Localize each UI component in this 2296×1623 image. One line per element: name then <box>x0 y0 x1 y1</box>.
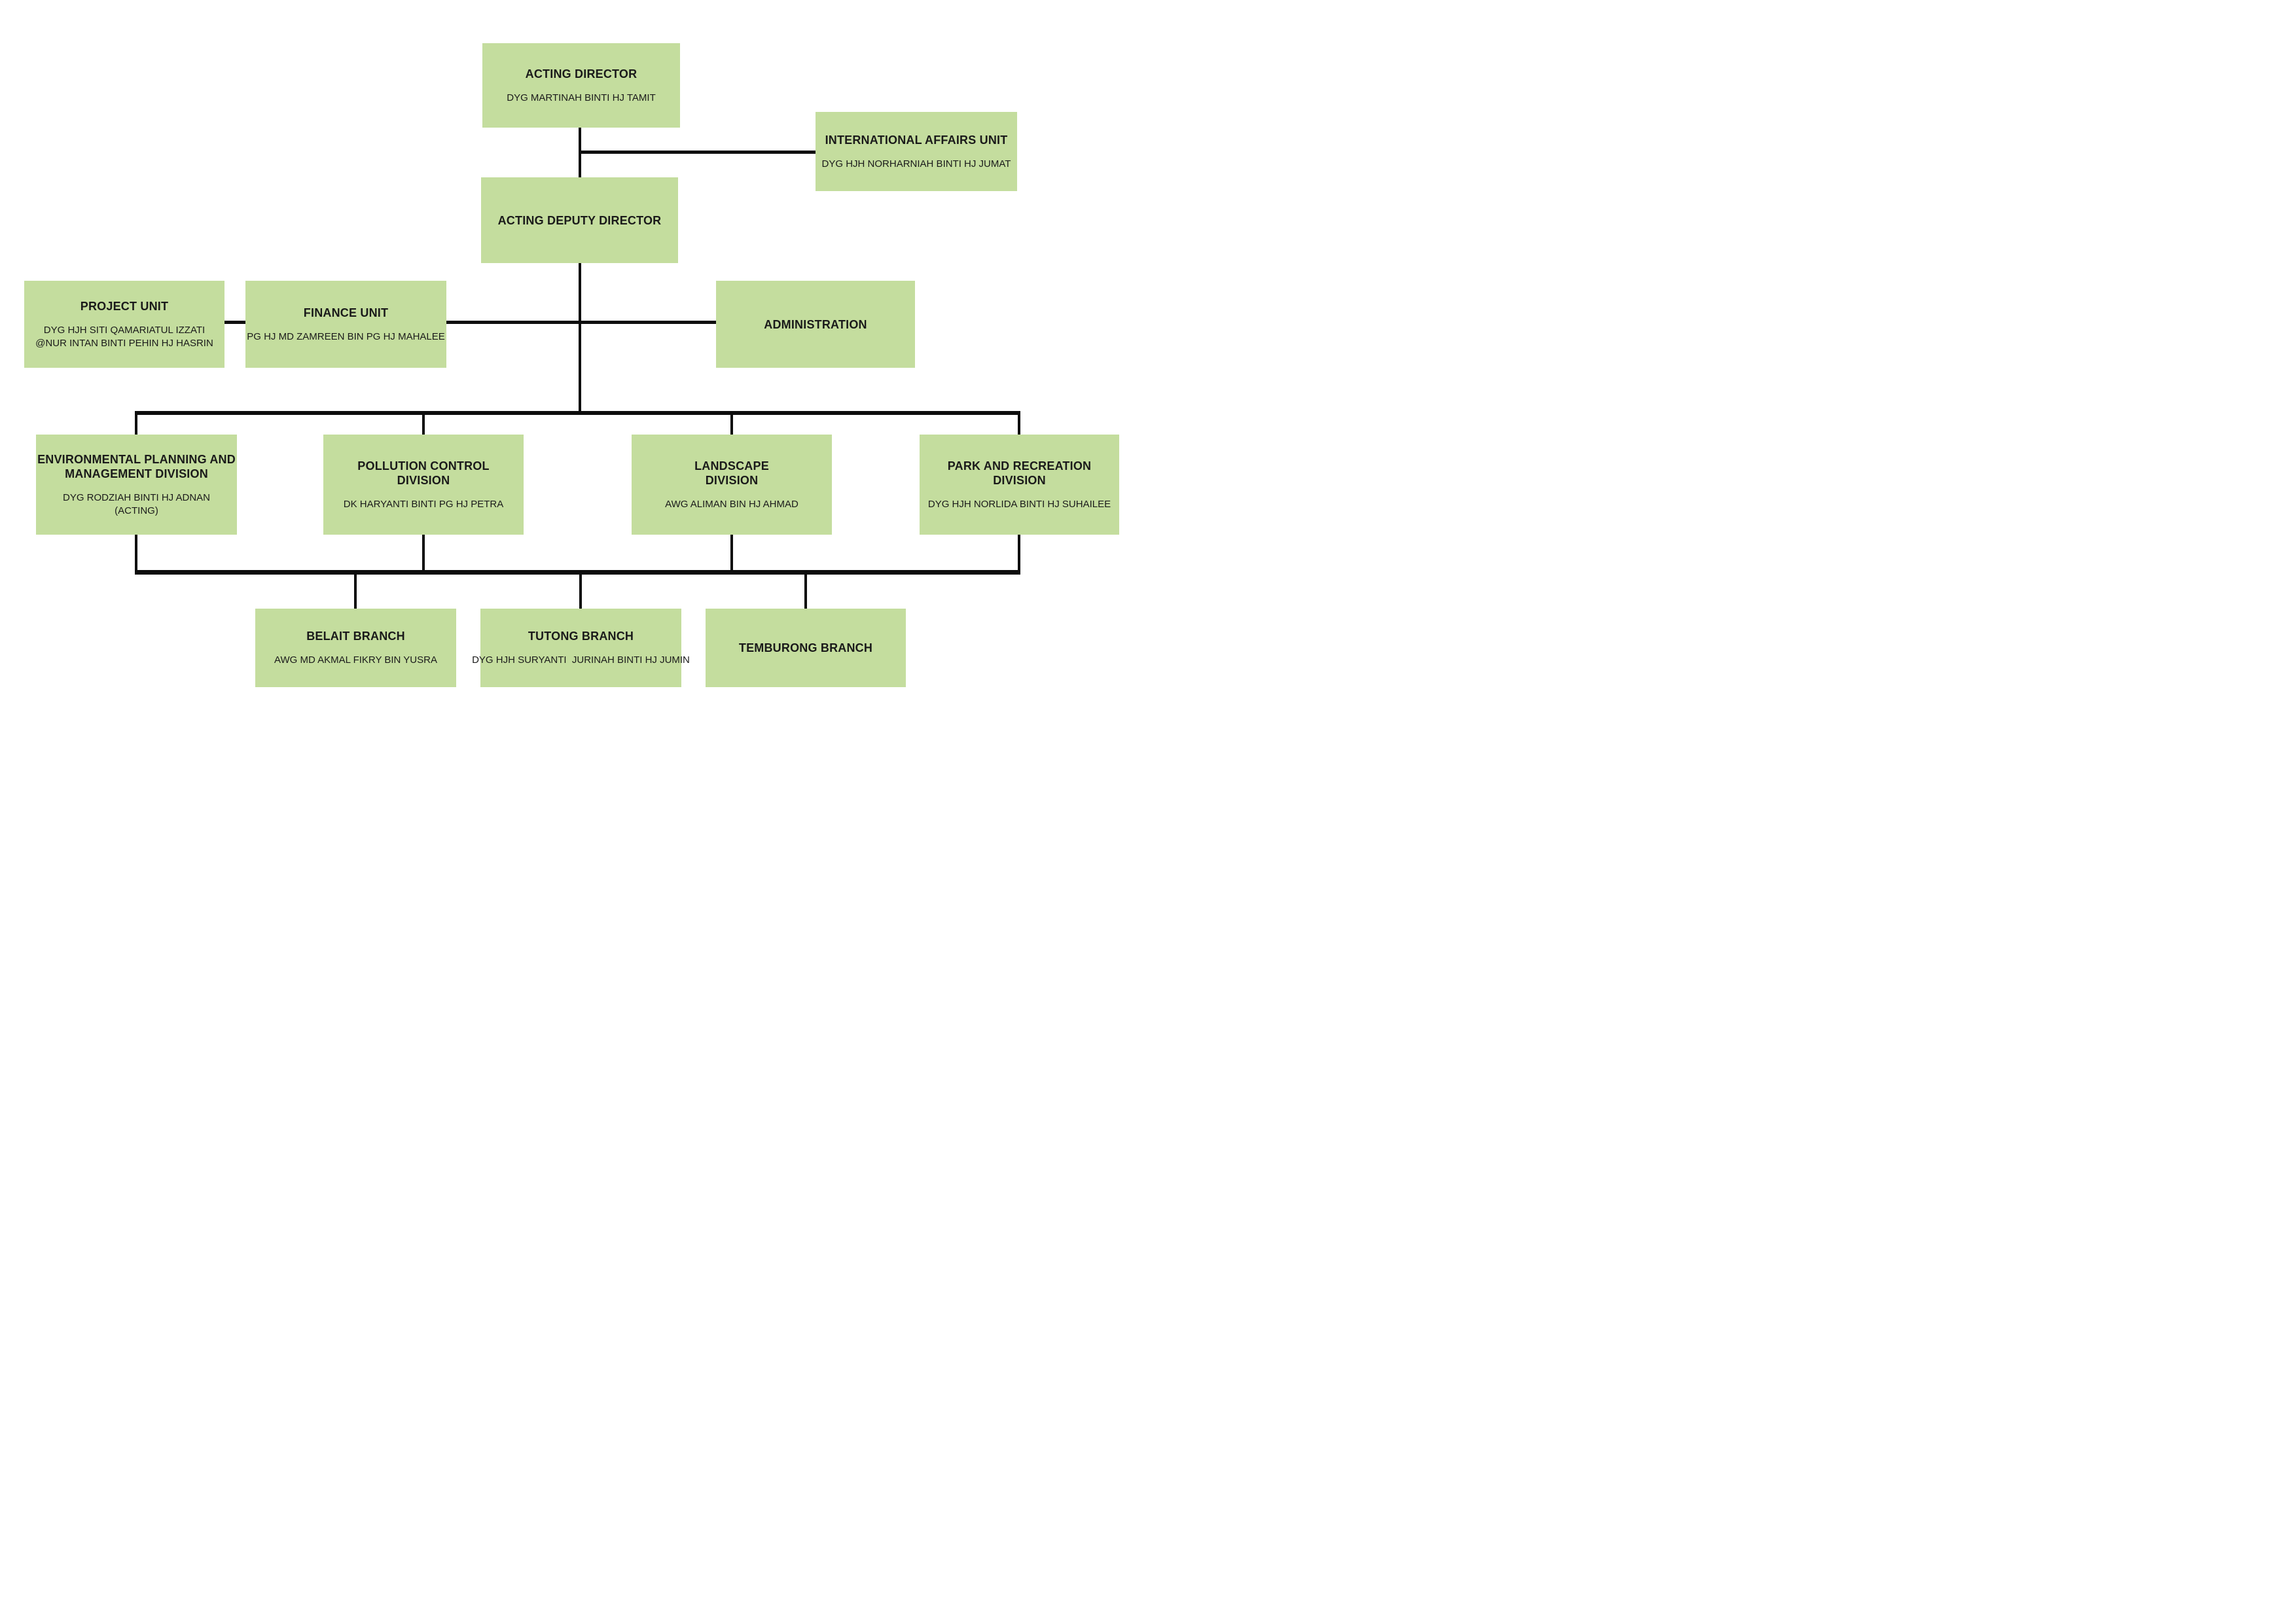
node-title: PROJECT UNIT <box>81 299 168 313</box>
node-person-name: DYG HJH SURYANTI JURINAH BINTI HJ JUMIN <box>472 654 690 667</box>
epmd-bottom-drop-line <box>135 533 137 574</box>
org-chart-canvas: ACTING DIRECTOR DYG MARTINAH BINTI HJ TAM… <box>0 0 1148 812</box>
node-tutong-branch: TUTONG BRANCH DYG HJH SURYANTI JURINAH BI… <box>472 609 690 687</box>
node-person-name-line: DK HARYANTI BINTI PG HJ PETRA <box>343 498 504 510</box>
park-top-drop-line <box>1018 414 1020 436</box>
node-title-line: INTERNATIONAL AFFAIRS UNIT <box>825 133 1008 147</box>
node-temburong-branch: TEMBURONG BRANCH <box>706 609 906 687</box>
deputy-to-international-horizontal-line <box>580 151 817 154</box>
pollution-top-drop-line <box>422 414 425 436</box>
node-person-name-line: AWG ALIMAN BIN HJ AHMAD <box>665 498 798 510</box>
node-title-line: PROJECT UNIT <box>80 299 169 313</box>
node-person-name: DYG HJH NORLIDA BINTI HJ SUHAILEE <box>928 498 1111 511</box>
node-person-name-line: DYG HJH SURYANTI JURINAH BINTI HJ JUMIN <box>472 654 690 666</box>
node-person-name: AWG ALIMAN BIN HJ AHMAD <box>665 498 798 511</box>
belait-drop-line <box>354 573 357 610</box>
node-person-name-line: DYG HJH SITI QAMARIATUL IZZATI <box>43 324 206 336</box>
tutong-drop-line <box>579 573 582 610</box>
units-rail-horizontal-line <box>224 321 716 324</box>
node-person-name: DYG HJH NORHARNIAH BINTI HJ JUMAT <box>822 158 1011 171</box>
node-title: INTERNATIONAL AFFAIRS UNIT <box>825 133 1008 147</box>
pollution-bottom-drop-line <box>422 533 425 574</box>
epmd-top-drop-line <box>135 414 137 436</box>
node-person-name-line: DYG RODZIAH BINTI HJ ADNAN <box>62 491 211 503</box>
node-project-unit: PROJECT UNIT DYG HJH SITI QAMARIATUL IZZA… <box>24 281 224 368</box>
node-title-line: TUTONG BRANCH <box>528 630 634 643</box>
node-title-line: POLLUTION CONTROL <box>357 459 490 473</box>
node-title: TEMBURONG BRANCH <box>739 641 872 655</box>
node-title-line: FINANCE UNIT <box>303 306 389 319</box>
node-acting-deputy-director: ACTING DEPUTY DIRECTOR <box>481 177 678 263</box>
node-person-name-line: DYG MARTINAH BINTI HJ TAMIT <box>507 92 656 103</box>
node-person-name: DK HARYANTI BINTI PG HJ PETRA <box>344 498 503 511</box>
node-title-line: ENVIRONMENTAL PLANNING AND <box>37 452 236 466</box>
node-international-affairs-unit: INTERNATIONAL AFFAIRS UNIT DYG HJH NORHAR… <box>816 112 1017 191</box>
node-title-line: LANDSCAPE <box>694 459 769 473</box>
node-person-name-line: PG HJ MD ZAMREEN BIN PG HJ MAHALEE <box>247 330 445 342</box>
node-title-line: DIVISION <box>397 473 450 487</box>
node-title: BELAIT BRANCH <box>306 629 405 643</box>
node-person-name-line: @NUR INTAN BINTI PEHIN HJ HASRIN <box>35 337 213 349</box>
node-title: ADMINISTRATION <box>764 317 867 332</box>
node-person-name: DYG MARTINAH BINTI HJ TAMIT <box>507 92 656 105</box>
divisions-upper-rail-horizontal-line <box>135 411 1020 415</box>
node-person-name-line: DYG HJH NORLIDA BINTI HJ SUHAILEE <box>927 498 1111 510</box>
node-administration: ADMINISTRATION <box>716 281 915 368</box>
node-title: FINANCE UNIT <box>304 306 388 320</box>
node-title-line: BELAIT BRANCH <box>306 630 405 643</box>
node-title-line: TEMBURONG BRANCH <box>738 641 873 654</box>
park-bottom-drop-line <box>1018 533 1020 574</box>
node-finance-unit: FINANCE UNIT PG HJ MD ZAMREEN BIN PG HJ M… <box>245 281 446 368</box>
node-title-line: MANAGEMENT DIVISION <box>65 467 208 480</box>
node-title-line: DIVISION <box>705 473 759 487</box>
node-person-name-line: AWG MD AKMAL FIKRY BIN YUSRA <box>274 654 437 666</box>
node-title: ACTING DIRECTOR <box>526 67 637 81</box>
node-title-line: ACTING DIRECTOR <box>525 67 637 80</box>
landscape-top-drop-line <box>730 414 733 436</box>
node-acting-director: ACTING DIRECTOR DYG MARTINAH BINTI HJ TAM… <box>482 43 680 128</box>
node-person-name: PG HJ MD ZAMREEN BIN PG HJ MAHALEE <box>247 330 445 344</box>
node-title: ACTING DEPUTY DIRECTOR <box>498 213 662 228</box>
node-person-name-line: (ACTING) <box>115 505 158 516</box>
node-person-name: DYG HJH SITI QAMARIATUL IZZATI@NUR INTAN… <box>35 324 213 350</box>
node-belait-branch: BELAIT BRANCH AWG MD AKMAL FIKRY BIN YUSR… <box>255 609 456 687</box>
node-title: TUTONG BRANCH <box>528 629 634 643</box>
node-person-name: AWG MD AKMAL FIKRY BIN YUSRA <box>274 654 437 667</box>
node-title-line: ADMINISTRATION <box>764 317 867 331</box>
node-title-line: ACTING DEPUTY DIRECTOR <box>497 213 662 227</box>
temburong-drop-line <box>804 573 807 610</box>
node-person-name-line: DYG HJH NORHARNIAH BINTI HJ JUMAT <box>821 158 1011 169</box>
deputy-down-vertical-line <box>579 263 581 415</box>
node-title-line: PARK AND RECREATION <box>947 459 1092 473</box>
branches-rail-horizontal-line <box>135 570 1020 575</box>
node-person-name: DYG RODZIAH BINTI HJ ADNAN (ACTING) <box>63 491 210 518</box>
node-title-line: DIVISION <box>993 473 1046 487</box>
landscape-bottom-drop-line <box>730 533 733 574</box>
